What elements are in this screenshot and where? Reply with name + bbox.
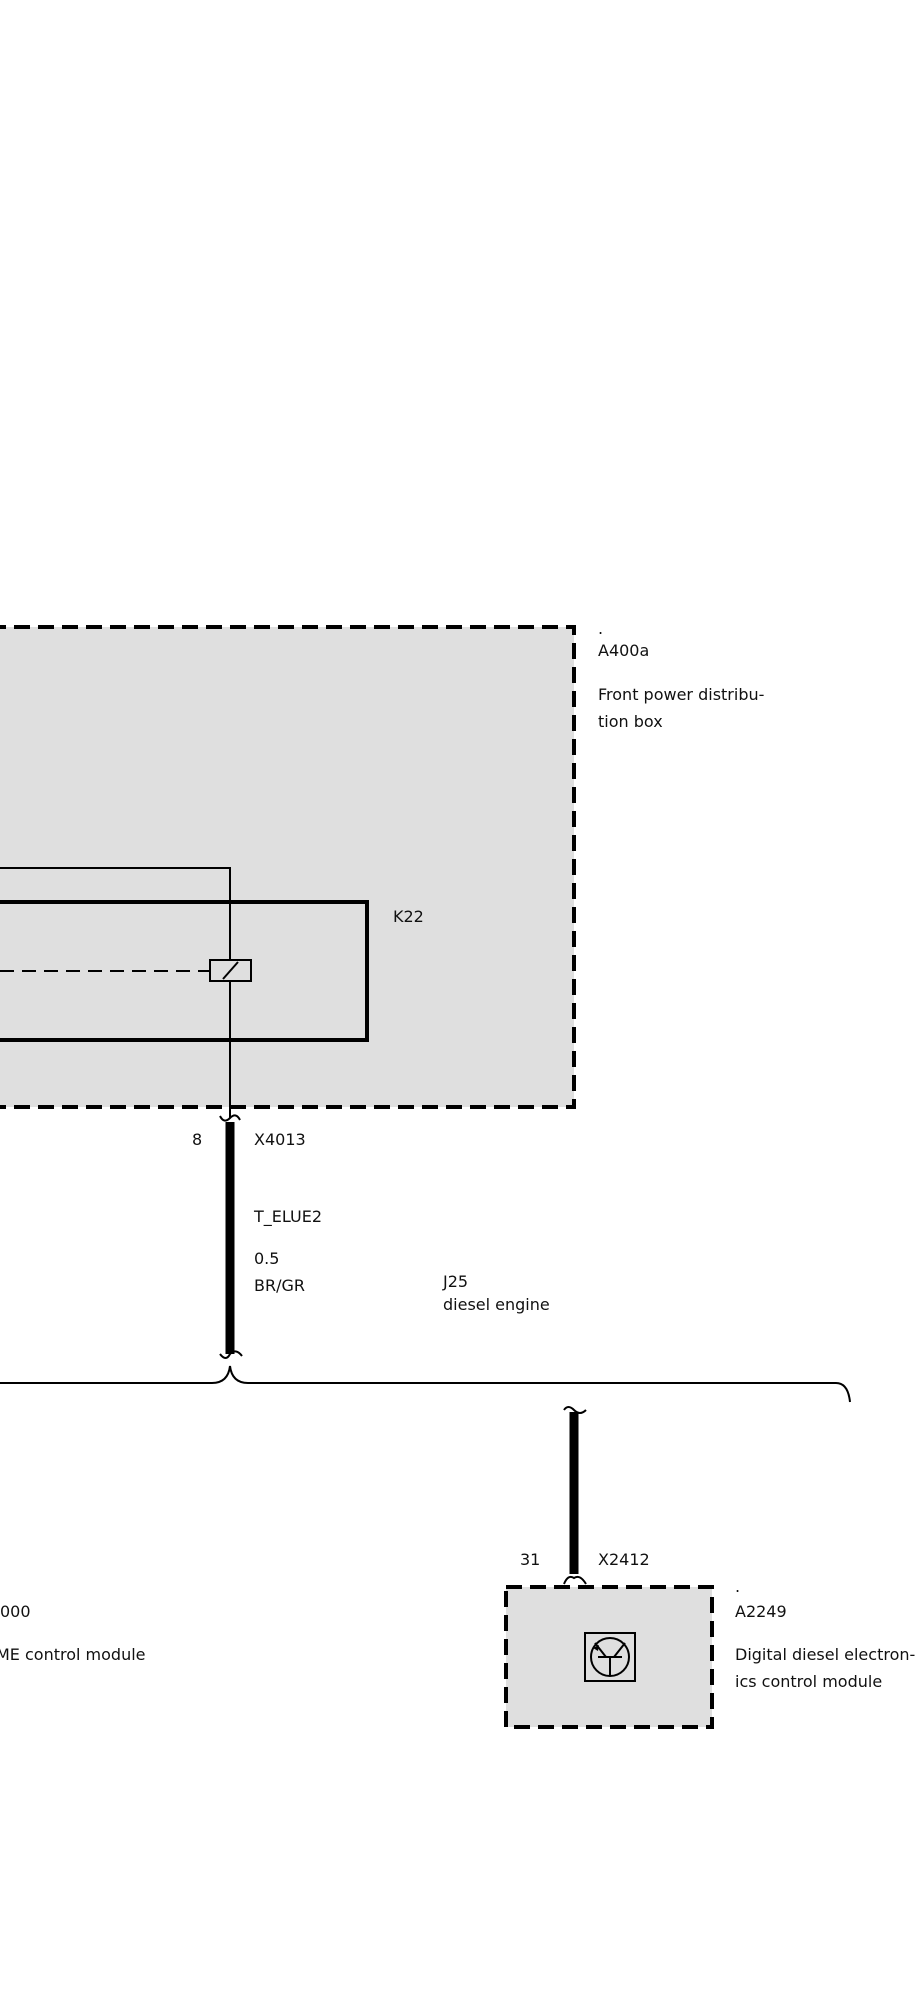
left-module-id: 000 xyxy=(0,1602,31,1621)
left-module-name: ME control module xyxy=(0,1645,146,1664)
a2249-id: A2249 xyxy=(735,1602,787,1621)
x4013-id: X4013 xyxy=(254,1130,306,1149)
j25-group-brace xyxy=(0,1365,851,1403)
j25-name: diesel engine xyxy=(443,1295,550,1314)
a2249-dot: . xyxy=(735,1577,740,1596)
a400a-name-line1: Front power distribu- xyxy=(598,685,764,704)
a400a-id: A400a xyxy=(598,641,649,660)
wire-color: BR/GR xyxy=(254,1276,305,1295)
j25-id: J25 xyxy=(442,1272,468,1291)
transistor-icon xyxy=(584,1632,636,1682)
wire-break-bottom-icon xyxy=(219,1350,243,1359)
a2249-name-line2: ics control module xyxy=(735,1672,882,1691)
wire-break-icon xyxy=(219,1114,241,1122)
wire-x2412-break-icon xyxy=(563,1406,587,1414)
x2412-id: X2412 xyxy=(598,1550,650,1569)
x2412-pin: 31 xyxy=(520,1550,540,1569)
wire-gauge: 0.5 xyxy=(254,1249,279,1268)
wire-signal: T_ELUE2 xyxy=(253,1207,322,1227)
a400a-dot: . xyxy=(598,619,603,638)
relay-supply-wire xyxy=(0,867,231,1118)
a2249-name-line1: Digital diesel electron- xyxy=(735,1645,915,1664)
wire-x2412-bottom-break-icon xyxy=(563,1575,587,1585)
relay-coil-icon xyxy=(209,959,252,982)
k22-relay-box xyxy=(0,900,369,1042)
a400a-name-line2: tion box xyxy=(598,712,663,731)
x4013-pin: 8 xyxy=(192,1130,202,1149)
k22-id: K22 xyxy=(393,907,424,926)
